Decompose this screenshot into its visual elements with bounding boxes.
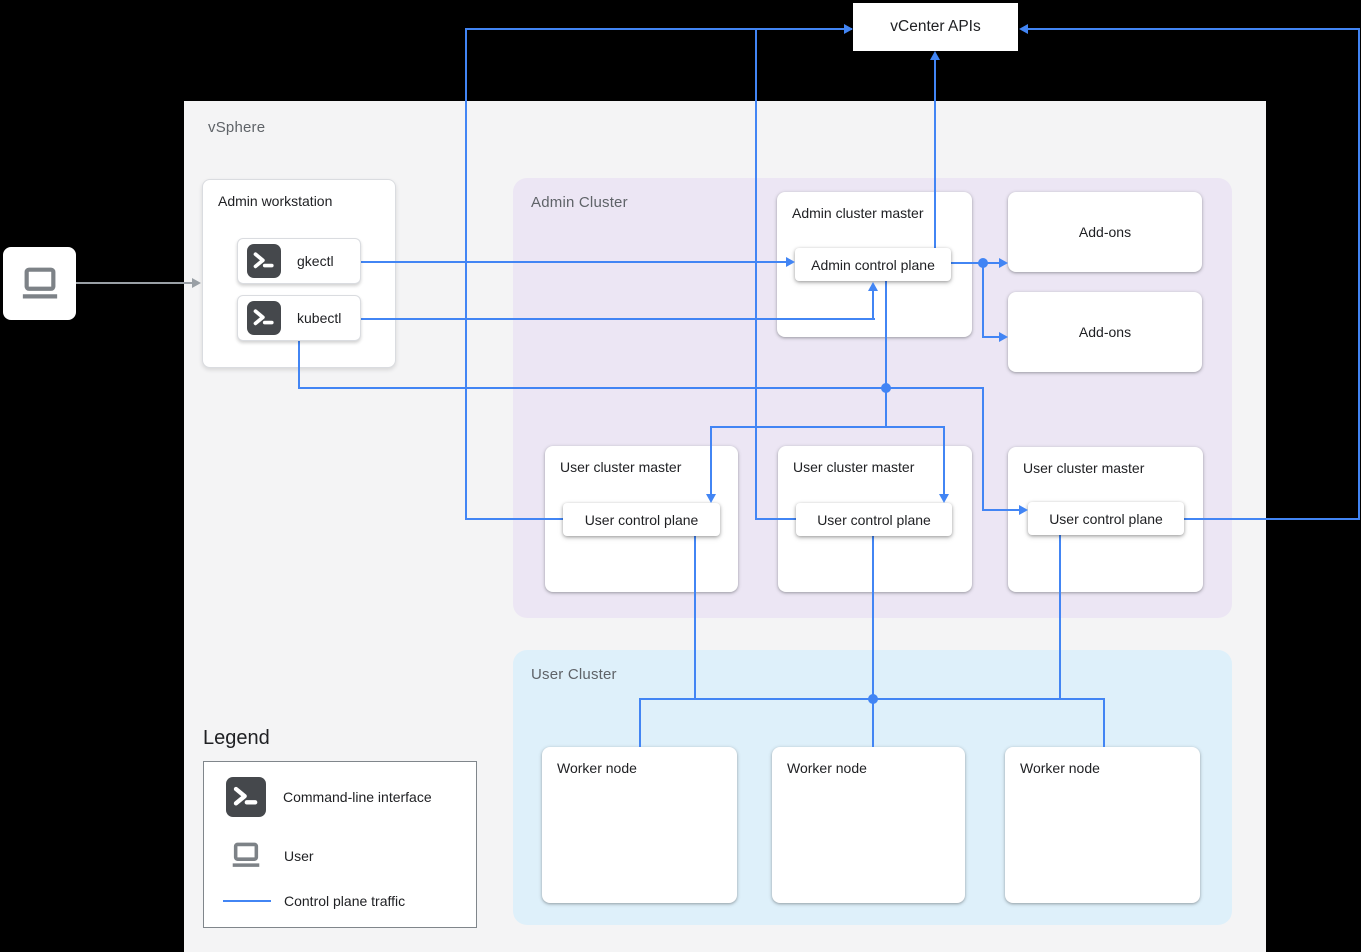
user-control-plane-label: User control plane — [1049, 510, 1163, 527]
admin-control-plane-label: Admin control plane — [811, 256, 935, 273]
terminal-icon — [226, 777, 266, 817]
addons-card-1: Add-ons — [1008, 192, 1202, 272]
control-plane-line-sample — [223, 900, 271, 902]
worker-node-title: Worker node — [787, 760, 867, 776]
laptop-icon — [17, 264, 63, 304]
arrowhead — [1019, 24, 1028, 34]
junction-dot — [978, 258, 988, 268]
worker-node-title: Worker node — [557, 760, 637, 776]
edge-user-to-admin-workstation — [76, 282, 194, 284]
legend-item-cli: Command-line interface — [226, 777, 432, 817]
worker-node-card-3: Worker node — [1005, 747, 1200, 903]
vcenter-apis-label: vCenter APIs — [890, 18, 981, 35]
edge-ucp1-to-workers — [694, 536, 696, 700]
user-cluster-master-title: User cluster master — [793, 459, 915, 475]
legend-item-user: User — [228, 840, 314, 871]
junction-dot — [881, 383, 891, 393]
user-control-plane-box-1: User control plane — [563, 503, 720, 536]
edge-acp-down — [885, 281, 887, 428]
arrowhead — [939, 494, 949, 503]
edge-addons-v — [982, 262, 984, 338]
legend-user-label: User — [284, 847, 314, 864]
edge-aw-down — [298, 340, 300, 389]
edge-ucp-to-vcenter-top — [465, 28, 852, 30]
terminal-icon — [247, 301, 281, 335]
edge-into-wn3 — [1103, 698, 1105, 747]
laptop-icon — [228, 840, 264, 871]
worker-node-card-2: Worker node — [772, 747, 965, 903]
edge-aw-to-ucp3-v — [982, 387, 984, 511]
legend-traffic-label: Control plane traffic — [284, 893, 406, 909]
admin-workstation-title: Admin workstation — [218, 193, 333, 209]
kubectl-box: kubectl — [237, 295, 361, 341]
arrowhead — [786, 257, 795, 267]
edge-right-vertical — [1358, 28, 1360, 520]
arrowhead — [930, 51, 940, 60]
user-cluster-master-title: User cluster master — [1023, 460, 1145, 476]
user-control-plane-label: User control plane — [817, 511, 931, 528]
arrowhead — [192, 278, 201, 288]
admin-control-plane-box: Admin control plane — [795, 248, 951, 281]
edge-acp-branch-h — [710, 426, 945, 428]
edge-branch-to-ucp2 — [943, 426, 945, 496]
arrowhead — [1019, 505, 1028, 515]
edge-ucp1-vertical — [465, 28, 467, 520]
kubectl-label: kubectl — [297, 310, 342, 326]
user-cluster-label: User Cluster — [531, 666, 617, 683]
user-cluster-master-title: User cluster master — [560, 459, 682, 475]
gkectl-box: gkectl — [237, 238, 361, 284]
edge-into-ucp3 — [982, 509, 1020, 511]
edge-kubectl-to-acp-v — [872, 289, 874, 320]
worker-node-title: Worker node — [1020, 760, 1100, 776]
arrowhead — [999, 258, 1008, 268]
user-control-plane-label: User control plane — [584, 511, 699, 528]
edge-gkectl-to-acp — [361, 261, 788, 263]
arrowhead — [706, 494, 716, 503]
user-control-plane-box-2: User control plane — [796, 503, 952, 536]
gkectl-label: gkectl — [297, 253, 334, 269]
vsphere-label: vSphere — [208, 119, 266, 136]
edge-kubectl-to-acp-h — [361, 318, 875, 320]
terminal-icon — [247, 244, 281, 278]
junction-dot — [868, 694, 878, 704]
admin-cluster-label: Admin Cluster — [531, 194, 628, 211]
edge-to-vcenter-right — [1028, 28, 1360, 30]
admin-cluster-master-title: Admin cluster master — [792, 205, 924, 221]
edge-acp-to-vcenter — [934, 57, 936, 249]
edge-acp-to-addons-h — [951, 262, 984, 264]
arrowhead — [868, 282, 878, 291]
edge-into-wn1 — [639, 698, 641, 747]
legend-title: Legend — [203, 727, 270, 749]
addons-label: Add-ons — [1078, 324, 1132, 340]
user-box — [3, 247, 76, 320]
addons-label: Add-ons — [1078, 224, 1132, 240]
arrowhead — [844, 24, 853, 34]
edge-into-addons1 — [983, 262, 1001, 264]
edge-into-addons2 — [982, 336, 1001, 338]
legend-cli-label: Command-line interface — [283, 789, 432, 805]
user-control-plane-box-3: User control plane — [1028, 502, 1184, 535]
edge-ucp2-to-wn2 — [872, 536, 874, 747]
edge-into-ucp1-left — [465, 518, 565, 520]
arrowhead — [999, 332, 1008, 342]
edge-ucp2-vertical — [755, 28, 757, 520]
edge-ucp3-to-workers — [1059, 535, 1061, 700]
edge-aw-to-ucp3-h — [298, 387, 984, 389]
worker-node-card-1: Worker node — [542, 747, 737, 903]
edge-into-ucp2-left — [755, 518, 798, 520]
vcenter-apis-box: vCenter APIs — [853, 3, 1018, 51]
legend-item-control-plane: Control plane traffic — [223, 893, 405, 909]
addons-card-2: Add-ons — [1008, 292, 1202, 372]
edge-ucp3-right — [1184, 518, 1360, 520]
edge-branch-to-ucp1 — [710, 426, 712, 496]
